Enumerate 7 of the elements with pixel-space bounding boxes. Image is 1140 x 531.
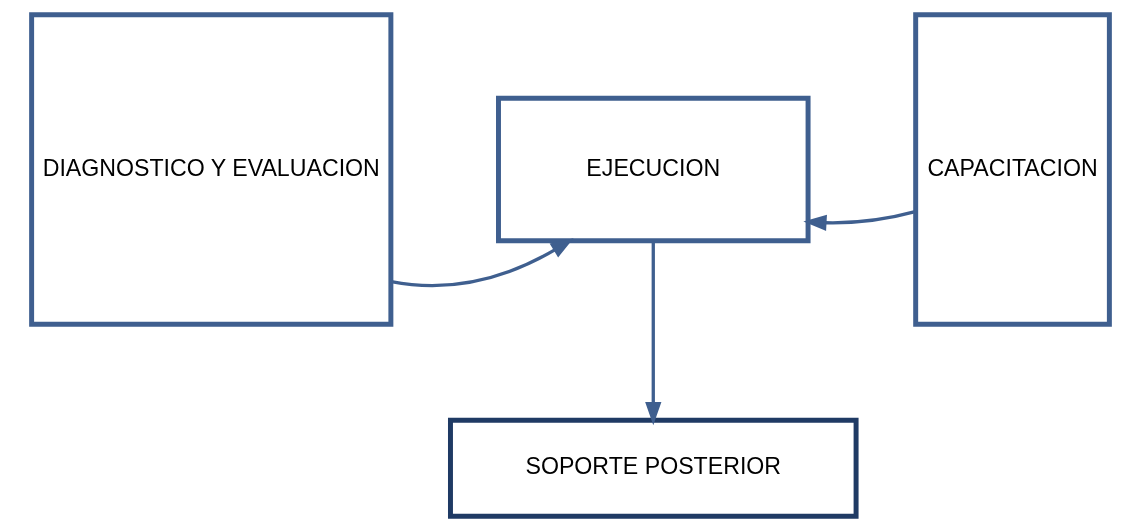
arrow	[644, 241, 661, 426]
node-box: EJECUCION	[495, 95, 811, 244]
node-box: SOPORTE POSTERIOR	[447, 417, 859, 519]
arrow	[802, 210, 916, 231]
node-box: CAPACITACION	[912, 12, 1112, 327]
arrow	[390, 238, 574, 288]
node-box: DIAGNOSTICO Y EVALUACION	[28, 12, 393, 327]
